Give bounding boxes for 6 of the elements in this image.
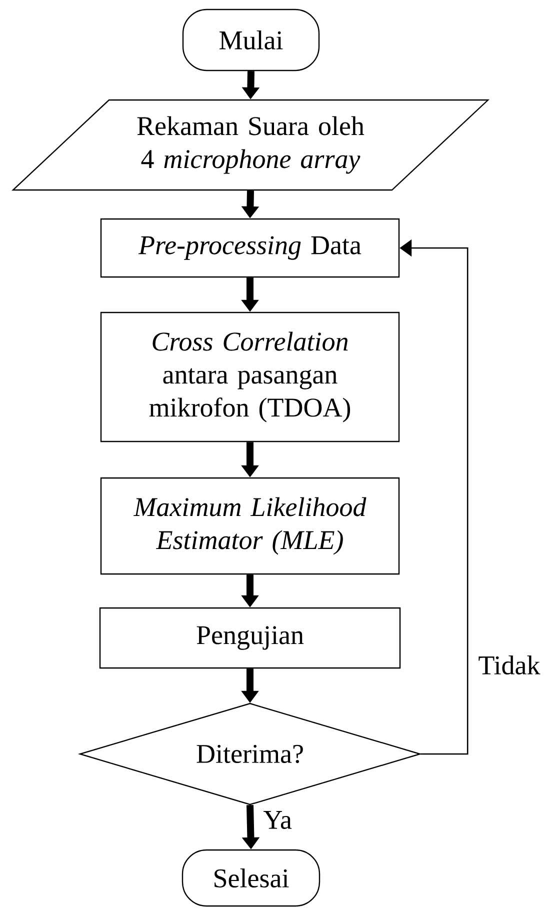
process-box: Maximum Likelihood Estimator (MLE) [100, 477, 400, 575]
process-box: Pengujian [99, 607, 401, 669]
edge-label: Tidak [478, 656, 540, 674]
process-box: Pre-processing Data [100, 218, 400, 278]
edge-label: Ya [264, 811, 292, 829]
process-box: Cross Correlation antara pasangan mikrofon (TDOA) [100, 312, 400, 442]
